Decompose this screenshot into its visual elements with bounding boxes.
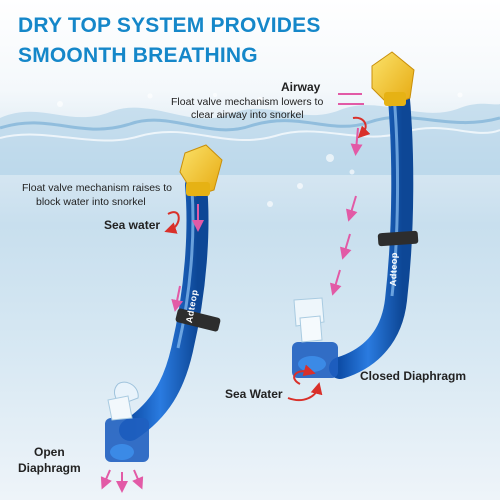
sea-water-label-left: Sea water [104, 218, 161, 232]
airflow-arrows [171, 93, 364, 312]
sea-water-label-right: Sea Water [225, 387, 283, 401]
sea-water-arrows [164, 116, 371, 402]
float-raise-line-1: Float valve mechanism raises to [22, 182, 172, 194]
headline-line-1: DRY TOP SYSTEM PROVIDES [18, 14, 321, 37]
open-diaphragm-line-2: Diaphragm [18, 461, 81, 475]
float-raise-line-2: block water into snorkel [36, 196, 146, 208]
closed-diaphragm-label: Closed Diaphragm [360, 369, 467, 383]
airway-description-line-1: Float valve mechanism lowers to [171, 96, 324, 108]
airway-description-line-2: clear airway into snorkel [191, 109, 304, 121]
airway-label: Airway [281, 80, 321, 94]
headline-line-2: SMOONTH BREATHING [18, 44, 258, 67]
brand-mark-right: Adteop [388, 252, 400, 287]
open-diaphragm-line-1: Open [34, 445, 65, 459]
